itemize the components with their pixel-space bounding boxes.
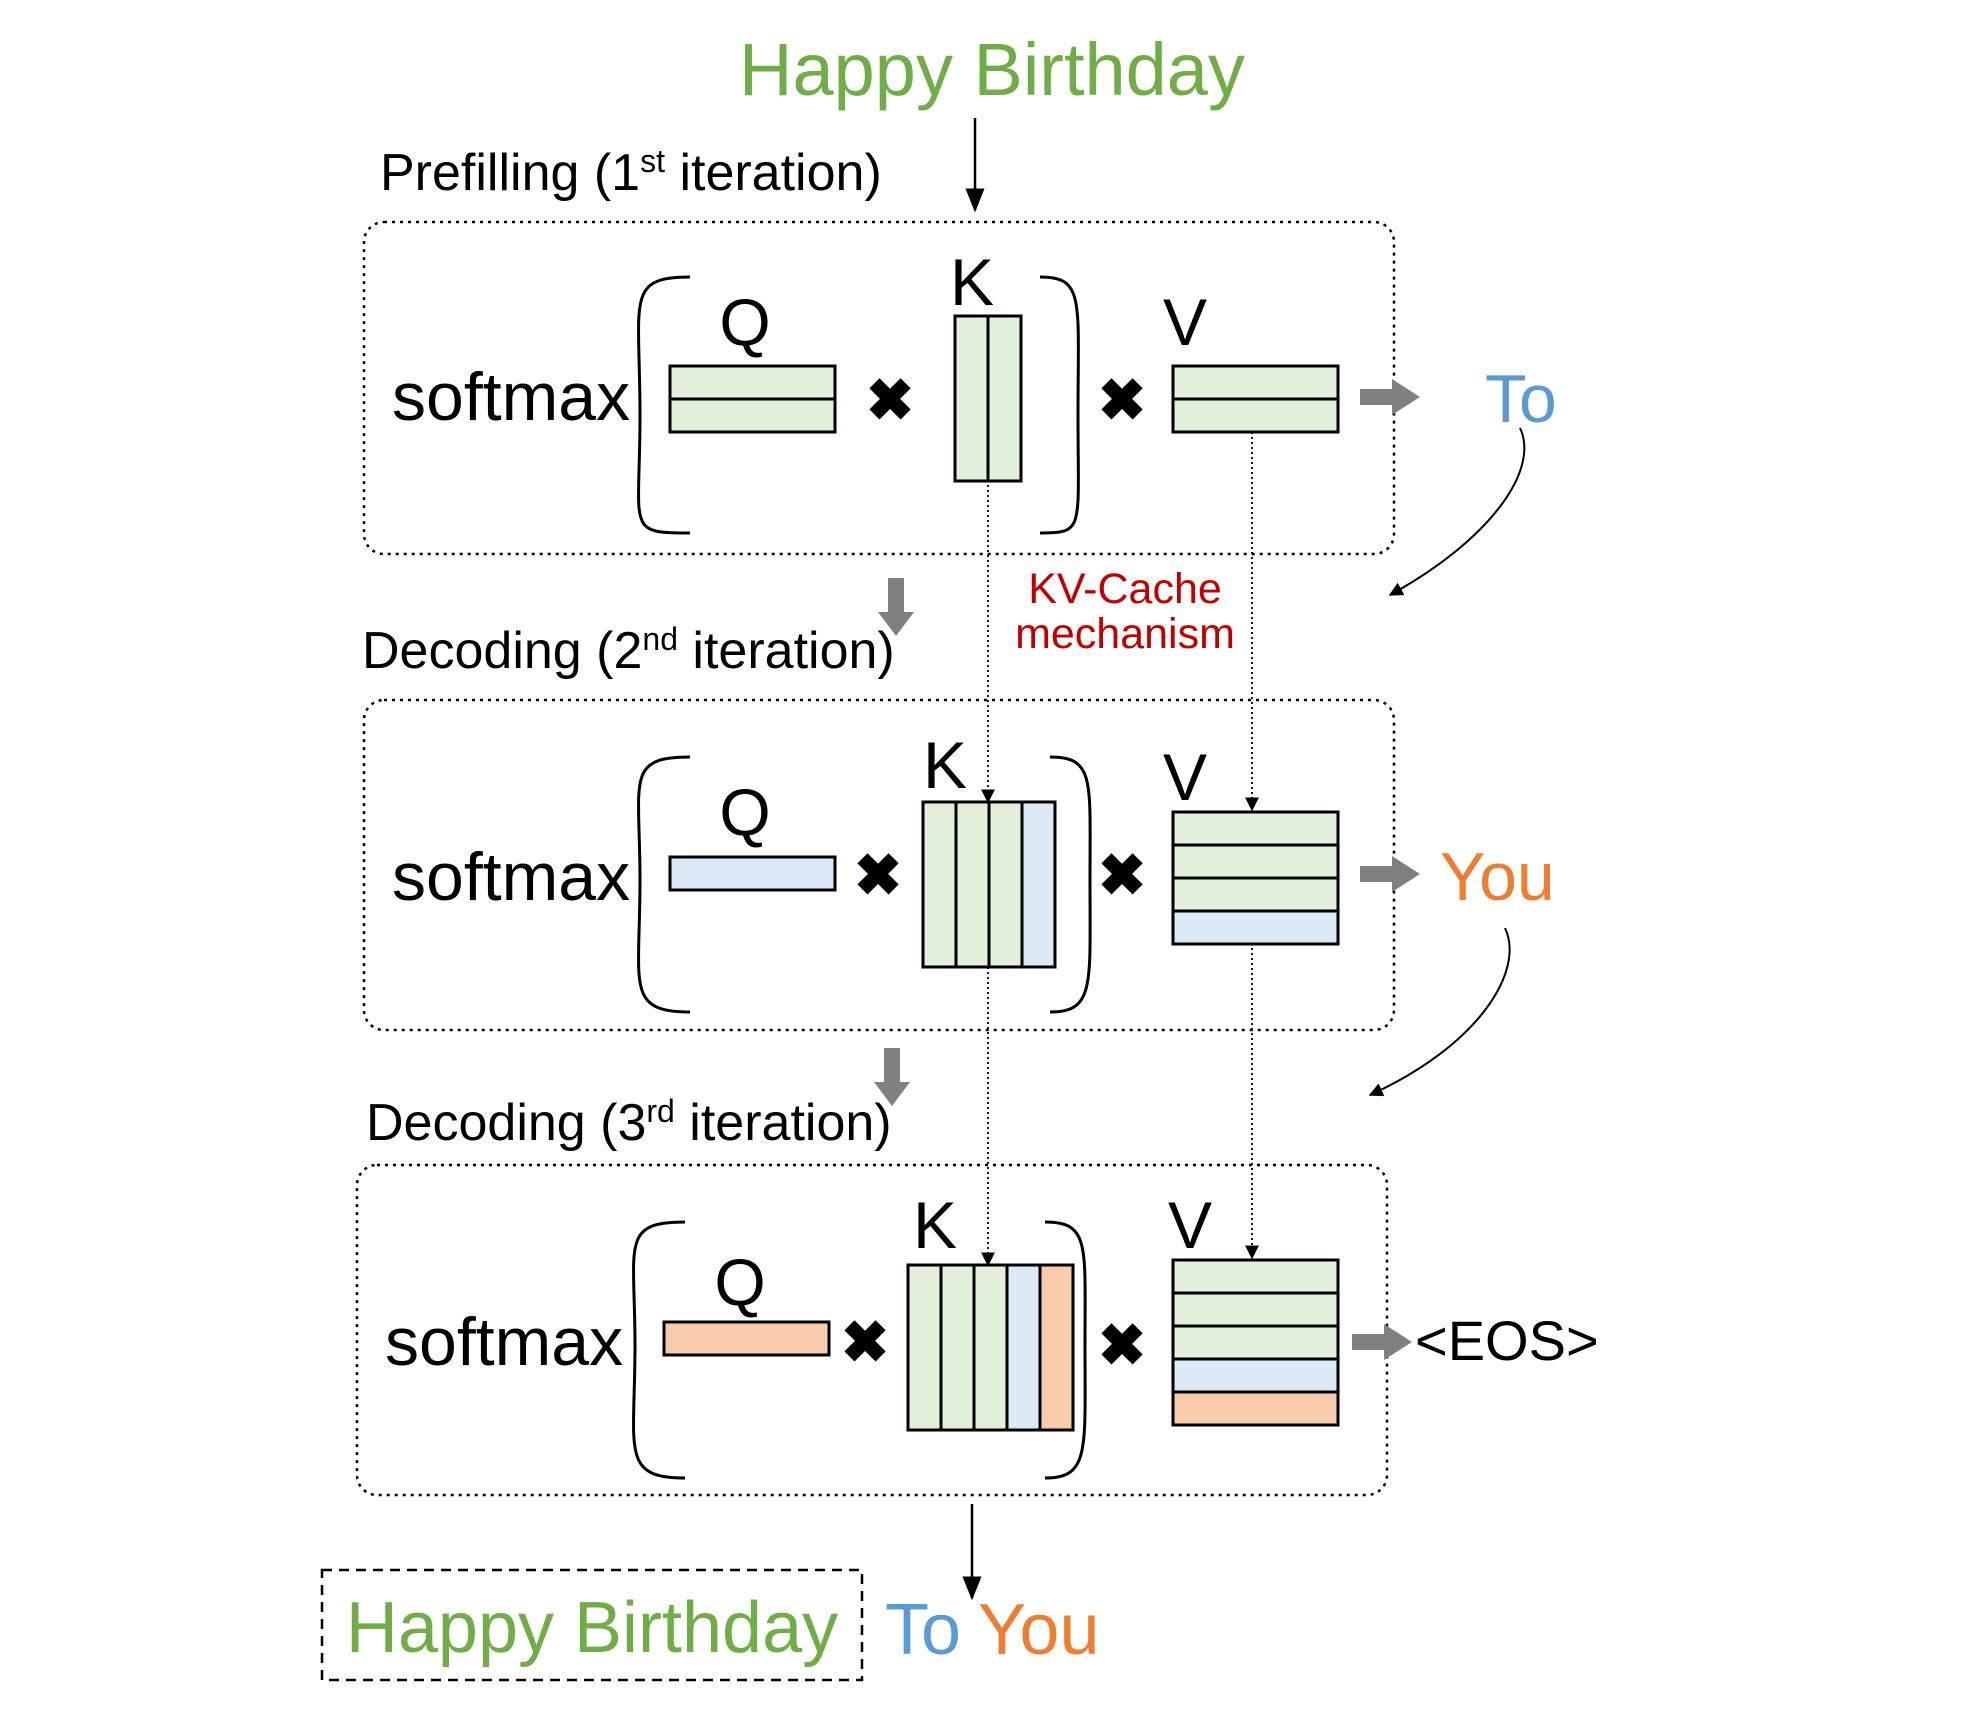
v-matrix-2-row-4: [1171, 909, 1340, 946]
stage-transition-arrow-1: [878, 578, 914, 636]
left-paren-1: [637, 275, 691, 535]
k-matrix-2-col-1: [921, 800, 958, 969]
k-matrix-3-col-2: [939, 1263, 976, 1432]
k-matrix-3-col-4: [1005, 1263, 1042, 1432]
output-token-2: You: [1440, 839, 1555, 915]
stage-1-title: Prefilling (1st iteration): [380, 143, 882, 202]
feedback-arrow-1: [1388, 427, 1526, 596]
v-label-2: V: [1163, 740, 1207, 814]
v-label-1: V: [1163, 285, 1207, 359]
k-matrix-2-col-4: [1020, 800, 1057, 969]
right-paren-1: [1039, 275, 1080, 535]
softmax-label-2: softmax: [392, 839, 630, 915]
q-matrix-2-row-1: [668, 855, 837, 892]
q-label-3: Q: [714, 1245, 765, 1319]
k-matrix-2-col-2: [954, 800, 991, 969]
stage-3-title: Decoding (3rd iteration): [366, 1093, 892, 1152]
v-matrix-2-row-3: [1171, 876, 1340, 913]
times-sign-3b: ✖: [1098, 1313, 1147, 1378]
k-matrix-1-col-1: [953, 314, 990, 483]
v-matrix-3-row-1: [1171, 1258, 1340, 1295]
output-token-3: <EOS>: [1415, 1309, 1599, 1372]
result-prefix-text: Happy Birthday: [346, 1588, 838, 1668]
k-label-2: K: [923, 728, 967, 802]
v-matrix-2-row-1: [1171, 810, 1340, 847]
softmax-label-3: softmax: [385, 1304, 623, 1380]
v-matrix-3-row-3: [1171, 1324, 1340, 1361]
k-label-1: K: [950, 245, 994, 319]
times-sign-2a: ✖: [854, 843, 903, 908]
v-label-3: V: [1168, 1188, 1212, 1262]
stage-2-title: Decoding (2nd iteration): [362, 621, 895, 680]
k-matrix-3-col-1: [906, 1263, 943, 1432]
result-token-1: To: [885, 1590, 961, 1670]
times-sign-1a: ✖: [866, 368, 915, 433]
times-sign-2b: ✖: [1098, 843, 1147, 908]
output-arrow-2: [1360, 856, 1420, 892]
output-arrow-1: [1360, 379, 1420, 415]
q-matrix-1-row-2: [668, 397, 837, 434]
output-arrow-3: [1352, 1324, 1412, 1360]
q-label-2: Q: [719, 775, 770, 849]
v-matrix-3-row-5: [1171, 1390, 1340, 1427]
v-matrix-1-row-1: [1171, 364, 1340, 401]
times-sign-3a: ✖: [841, 1310, 890, 1375]
q-matrix-1-row-1: [668, 364, 837, 401]
k-label-3: K: [913, 1188, 957, 1262]
kv-cache-label-line-1: KV-Cache: [1028, 565, 1222, 613]
right-paren-3: [1044, 1220, 1087, 1480]
result-prefix-box: [320, 1568, 864, 1682]
v-matrix-1-row-2: [1171, 397, 1340, 434]
k-matrix-3-col-3: [972, 1263, 1009, 1432]
q-label-1: Q: [719, 285, 770, 359]
times-sign-1b: ✖: [1098, 368, 1147, 433]
matrices: [662, 314, 1340, 1432]
input-text: Happy Birthday: [739, 28, 1245, 111]
stage-transition-arrow-2: [874, 1048, 910, 1106]
k-matrix-3-col-5: [1038, 1263, 1075, 1432]
feedback-arrow-2: [1368, 927, 1511, 1097]
output-token-1: To: [1485, 361, 1557, 437]
q-matrix-3-row-1: [662, 1320, 831, 1357]
k-matrix-2-col-3: [987, 800, 1024, 969]
v-matrix-3-row-2: [1171, 1291, 1340, 1328]
kv-cache-label-line-2: mechanism: [1015, 610, 1235, 658]
right-paren-2: [1049, 755, 1092, 1014]
softmax-label-1: softmax: [392, 359, 630, 435]
v-matrix-3-row-4: [1171, 1357, 1340, 1394]
k-matrix-1-col-2: [986, 314, 1023, 483]
left-paren-3: [632, 1220, 686, 1480]
left-paren-2: [637, 755, 691, 1014]
result-token-2: You: [978, 1590, 1100, 1670]
v-matrix-2-row-2: [1171, 843, 1340, 880]
